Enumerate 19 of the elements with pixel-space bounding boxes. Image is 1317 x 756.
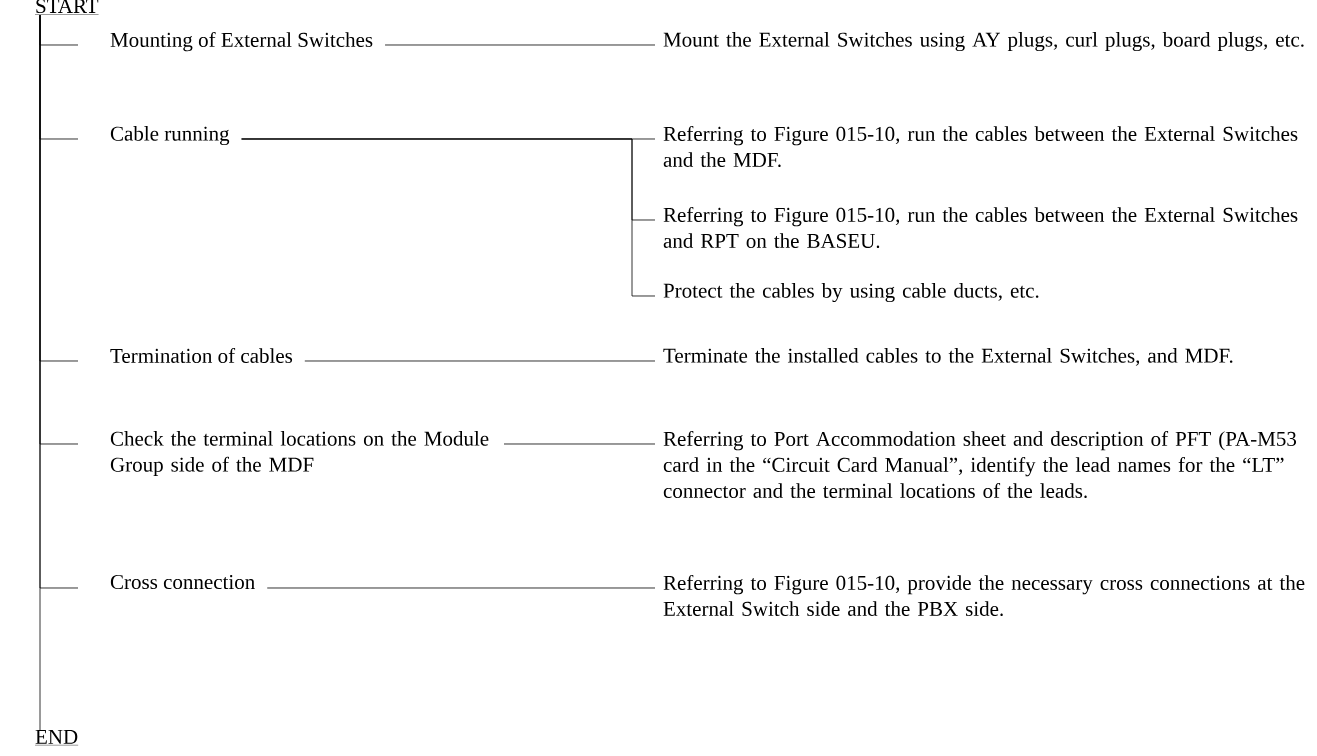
connector-line xyxy=(241,138,656,297)
step-description: Terminate the installed cables to the External Switches, and MDF. xyxy=(663,348,1233,366)
step-label: Mounting of External Switches xyxy=(110,32,373,52)
connector-line xyxy=(304,360,656,362)
connector-line xyxy=(503,443,656,445)
step-description: Protect the cables by using cable ducts, etc. xyxy=(663,283,1039,303)
step-description: Referring to Figure 015-10, run the cables between the External Switches and RPT on the BASEU. xyxy=(663,207,1298,249)
step-description: Referring to Figure 015-10, provide the necessary cross connections at the External Switch side and the PBX side. xyxy=(663,575,1305,617)
end-label: END xyxy=(34,730,79,746)
connector-line xyxy=(384,44,656,46)
step-label: Cable running xyxy=(110,126,230,146)
connector-line xyxy=(266,587,656,589)
step-description: Referring to Port Accommodation sheet and description of PFT (PA-M53 card in the “Circuit Card Manual”, identify the lead names for the “LT” connector and the terminal locations of the leads. xyxy=(663,431,1296,499)
step-description: Mount the External Switches using AY plugs, curl plugs, board plugs, etc. xyxy=(663,32,1304,52)
step-label: Check the terminal locations on the Module Group side of the MDF xyxy=(110,431,489,477)
step-description: Referring to Figure 015-10, run the cables between the External Switches and the MDF. xyxy=(663,126,1298,168)
step-label: Termination of cables xyxy=(110,348,293,363)
connector-line xyxy=(39,14,79,589)
step-label: Cross connection xyxy=(110,575,255,590)
